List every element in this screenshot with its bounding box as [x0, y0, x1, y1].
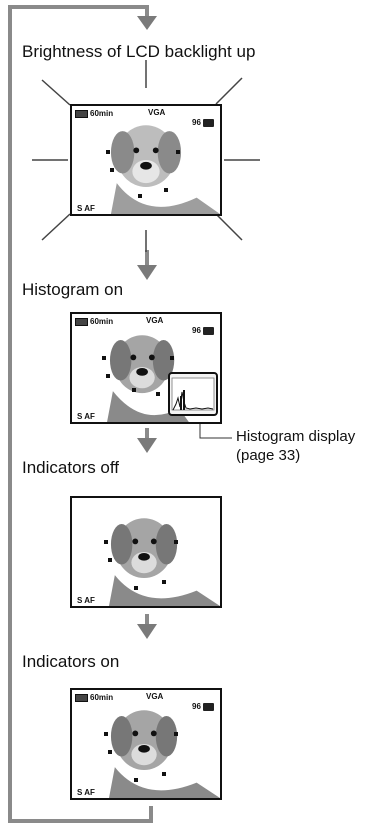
af-frame-dot — [106, 150, 110, 154]
arrow-down-icon — [137, 438, 157, 453]
loop-bottom-line — [8, 819, 153, 823]
callout-page-ref: (page 33) — [236, 447, 301, 464]
af-frame-dot — [138, 194, 142, 198]
focus-mode-indicator: S AF — [77, 596, 95, 605]
af-frame-dot — [102, 356, 106, 360]
dog-image — [109, 710, 220, 798]
brightness-rays — [32, 60, 260, 252]
battery-indicator: 60min — [75, 109, 113, 118]
camera-icon — [202, 702, 214, 711]
lcd-screen-indicators-off: S AF — [70, 496, 222, 608]
loop-top-line — [8, 5, 149, 9]
af-frame-dot — [132, 388, 136, 392]
af-frame-dot — [156, 392, 160, 396]
step-histogram-label: Histogram on — [22, 280, 124, 299]
af-frame-dot — [174, 732, 178, 736]
step-brightness-label: Brightness of LCD backlight up — [22, 42, 256, 61]
histogram-graph — [171, 377, 215, 411]
callout-histogram-display: Histogram display — [236, 428, 356, 445]
af-frame-dot — [108, 750, 112, 754]
camera-icon — [202, 326, 214, 335]
focus-mode-indicator: S AF — [77, 788, 95, 797]
af-frame-dot — [134, 586, 138, 590]
lcd-screen-histogram: 60min VGA 96 S AF — [70, 312, 222, 424]
camera-icon — [202, 118, 214, 127]
af-frame-dot — [110, 168, 114, 172]
battery-indicator: 60min — [75, 693, 113, 702]
shots-indicator: 96 — [192, 118, 214, 127]
step-indicators-on-label: Indicators on — [22, 652, 120, 671]
loop-bottom-stub — [149, 806, 153, 823]
af-frame-dot — [162, 580, 166, 584]
af-frame-dot — [176, 150, 180, 154]
battery-icon — [75, 693, 88, 702]
af-frame-dot — [174, 540, 178, 544]
arrow-down-icon — [137, 16, 157, 30]
af-frame-dot — [108, 558, 112, 562]
arrow-down-icon — [137, 624, 157, 639]
battery-indicator: 60min — [75, 317, 113, 326]
battery-icon — [75, 109, 88, 118]
af-frame-dot — [106, 374, 110, 378]
shots-indicator: 96 — [192, 326, 214, 335]
af-frame-dot — [162, 772, 166, 776]
focus-mode-indicator: S AF — [77, 412, 95, 421]
arrow-down-icon — [137, 265, 157, 280]
focus-mode-indicator: S AF — [77, 204, 95, 213]
af-frame-dot — [104, 540, 108, 544]
histogram-display — [168, 372, 218, 416]
image-size-indicator: VGA — [148, 108, 166, 117]
dog-image — [109, 518, 220, 606]
dog-image — [110, 125, 220, 214]
battery-icon — [75, 317, 88, 326]
shots-indicator: 96 — [192, 702, 214, 711]
af-frame-dot — [134, 778, 138, 782]
loop-top-stub — [145, 5, 149, 18]
image-size-indicator: VGA — [146, 316, 164, 325]
lcd-screen-brightness: 60min VGA 96 S AF — [70, 104, 222, 216]
loop-left-line — [8, 5, 12, 823]
af-frame-dot — [164, 188, 168, 192]
af-frame-dot — [104, 732, 108, 736]
step-indicators-off-label: Indicators off — [22, 458, 120, 477]
lcd-screen-indicators-on: 60min VGA 96 S AF — [70, 688, 222, 800]
af-frame-dot — [170, 356, 174, 360]
image-size-indicator: VGA — [146, 692, 164, 701]
